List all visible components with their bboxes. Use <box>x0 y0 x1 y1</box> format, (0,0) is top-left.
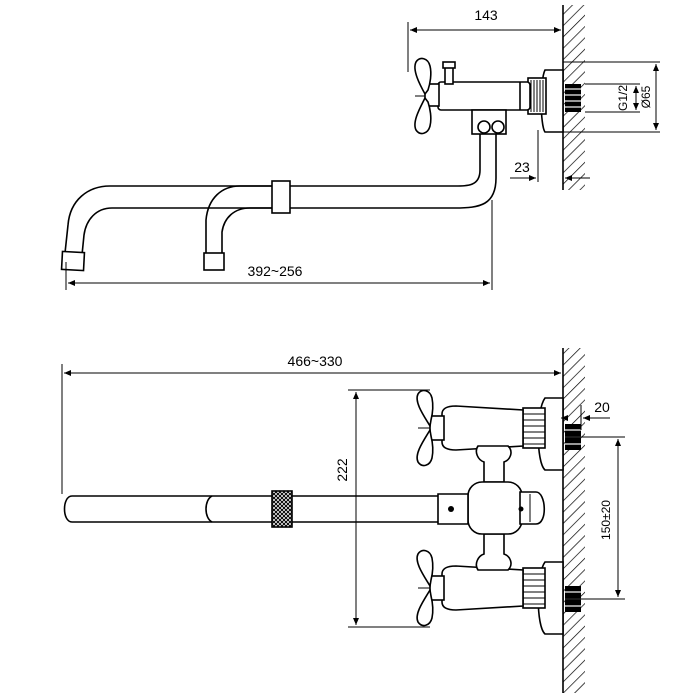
aerator-short <box>203 252 225 271</box>
spout-short-upper <box>205 185 276 255</box>
diverter-front <box>519 491 546 525</box>
side-view: 143 G1/2 Ø65 23 392~256 <box>60 5 660 290</box>
connector-upper <box>475 445 512 483</box>
handle-lower-arm-up <box>416 549 434 589</box>
handle-upper-arm-up <box>416 389 434 429</box>
spout-long-lower <box>81 134 497 256</box>
spout-coupling-top <box>271 180 291 214</box>
mixer-body-top <box>437 81 531 111</box>
central-body <box>467 481 523 535</box>
wall-pipe-top <box>565 84 581 112</box>
spout-tube-front <box>63 495 438 523</box>
front-view: 466~330 222 20 150±20 <box>61 348 625 693</box>
handle-lower-arm-down <box>416 587 434 627</box>
dim-label-center-distance: 150±20 <box>599 500 613 540</box>
handle-upper-arm-down <box>416 427 434 467</box>
dim-label-reach-side: 392~256 <box>248 263 303 279</box>
spout-short-ghost <box>205 495 213 523</box>
aerator-long <box>60 250 86 272</box>
dim-label-thread: G1/2 <box>616 85 630 111</box>
dim-label-height: 222 <box>334 458 350 482</box>
dim-label-flange-depth: 23 <box>514 159 530 175</box>
diverter-cap-top <box>442 61 456 69</box>
spout-short-lower <box>221 207 276 255</box>
wall-hatch-bottom <box>563 348 585 693</box>
dim-label-reach-front: 466~330 <box>288 353 343 369</box>
valve-body-upper <box>441 405 524 451</box>
connector-lower <box>475 533 512 571</box>
spout-long-upper <box>64 134 481 254</box>
handle-stem-upper <box>429 415 445 441</box>
handle-arm-up <box>414 57 432 96</box>
dim-label-flange-diameter: Ø65 <box>639 85 653 108</box>
dim-label-wall-offset: 20 <box>594 399 610 415</box>
handle-arm-down <box>414 96 432 135</box>
handle-stem-lower <box>429 575 445 601</box>
dim-label-side-width: 143 <box>474 7 498 23</box>
spout-coupling-front <box>271 490 293 528</box>
valve-body-lower <box>441 565 524 611</box>
